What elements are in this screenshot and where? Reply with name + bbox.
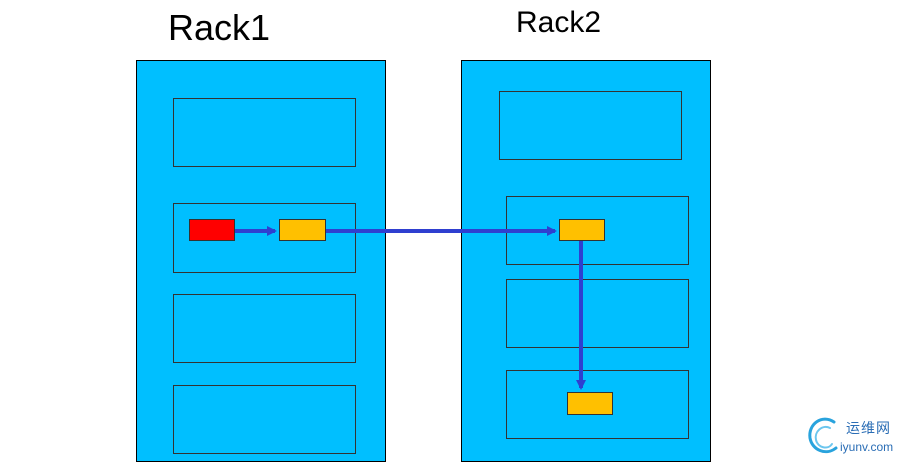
rack1-title: Rack1 xyxy=(168,7,271,48)
source-block-red xyxy=(189,219,235,241)
rack1-node-2 xyxy=(173,203,356,273)
replica-block-rack2-node2 xyxy=(559,219,605,241)
replica-block-rack1 xyxy=(279,219,326,241)
watermark-logo: 运维网 iyunv.com xyxy=(804,410,912,462)
watermark-en-text: iyunv.com xyxy=(840,440,894,454)
rack2-node-4 xyxy=(506,370,689,439)
watermark-cn-text: 运维网 xyxy=(846,421,891,437)
swirl-logo-icon xyxy=(808,417,838,454)
rack1 xyxy=(136,60,386,462)
rack2-node-1 xyxy=(499,91,682,160)
rack1-node-1 xyxy=(173,98,356,167)
rack1-node-3 xyxy=(173,294,356,363)
rack1-node-4 xyxy=(173,385,356,454)
rack2-node-3 xyxy=(506,279,689,348)
rack2-title: Rack2 xyxy=(516,6,602,39)
replica-block-rack2-node4 xyxy=(567,392,613,415)
